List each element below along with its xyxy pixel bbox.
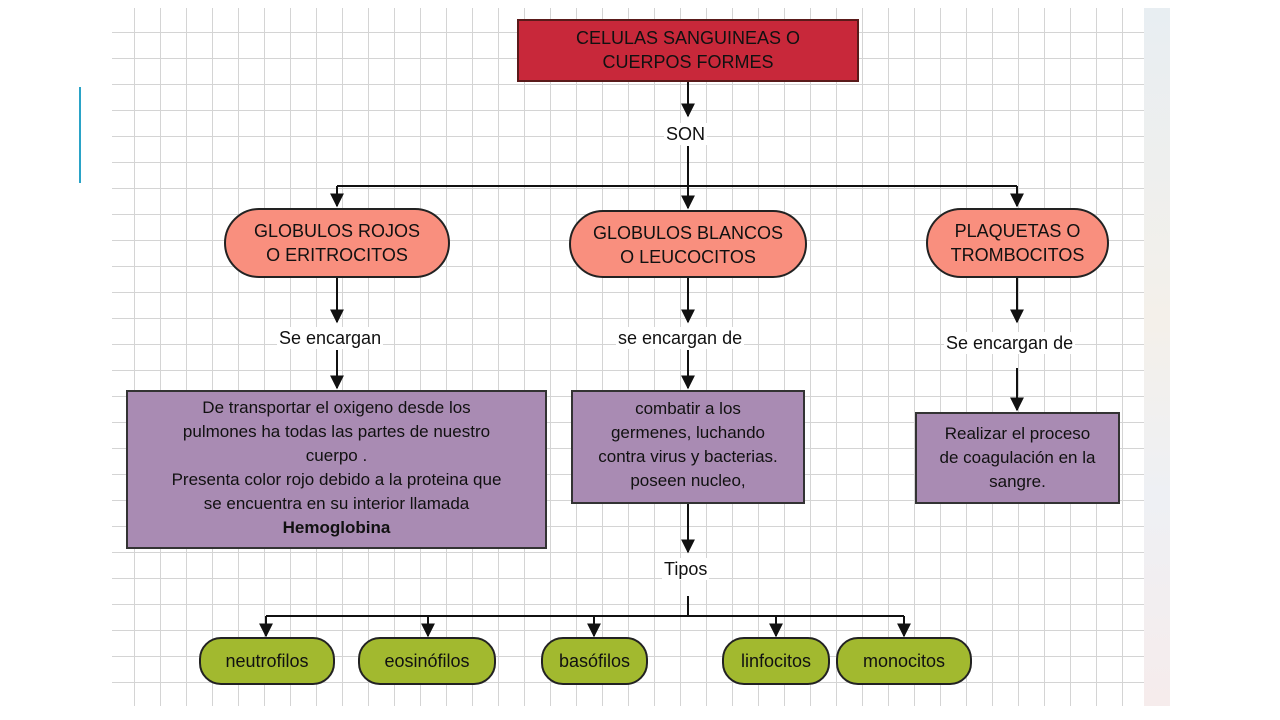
type-neutrofilos: neutrofilos bbox=[199, 637, 335, 685]
category-line: GLOBULOS BLANCOS bbox=[592, 223, 784, 243]
type-eosinofilos: eosinófilos bbox=[358, 637, 496, 685]
type-monocitos: monocitos bbox=[836, 637, 972, 685]
description-line: De transportar el oxigeno desde los bbox=[202, 398, 471, 417]
description-line: pulmones ha todas las partes de nuestro bbox=[182, 422, 491, 441]
connector-tipos: Tipos bbox=[662, 558, 710, 580]
description-line: sangre. bbox=[989, 472, 1046, 491]
description-line: de coagulación en la bbox=[939, 448, 1096, 467]
description-line: contra virus y bacterias. bbox=[598, 447, 778, 466]
edge-strip bbox=[1144, 8, 1170, 706]
category-line: PLAQUETAS O bbox=[954, 221, 1081, 241]
accent-bar bbox=[79, 87, 81, 183]
description-blancos: combatir a los germenes, luchando contra… bbox=[571, 390, 805, 504]
category-line: GLOBULOS ROJOS bbox=[253, 221, 421, 241]
category-line: O LEUCOCITOS bbox=[620, 247, 756, 267]
category-globulos-rojos: GLOBULOS ROJOS O ERITROCITOS bbox=[224, 208, 450, 278]
category-line: TROMBOCITOS bbox=[950, 245, 1085, 265]
description-line: cuerpo . bbox=[305, 446, 368, 465]
connector-plaquetas: Se encargan de bbox=[944, 332, 1076, 354]
category-line: O ERITROCITOS bbox=[266, 245, 408, 265]
category-plaquetas: PLAQUETAS O TROMBOCITOS bbox=[926, 208, 1109, 278]
root-node: CELULAS SANGUINEAS O CUERPOS FORMES bbox=[517, 19, 859, 82]
description-line: germenes, luchando bbox=[610, 423, 766, 442]
grid-canvas bbox=[112, 8, 1144, 706]
description-line: Presenta color rojo debido a la proteina… bbox=[171, 470, 502, 489]
description-plaquetas: Realizar el proceso de coagulación en la… bbox=[915, 412, 1120, 504]
description-line: se encuentra en su interior llamada bbox=[203, 494, 470, 513]
description-emphasis: Hemoglobina bbox=[282, 518, 391, 537]
description-line: combatir a los bbox=[635, 399, 741, 418]
connector-son: SON bbox=[664, 123, 708, 145]
connector-rojos: Se encargan bbox=[277, 327, 384, 349]
category-globulos-blancos: GLOBULOS BLANCOS O LEUCOCITOS bbox=[569, 210, 807, 278]
root-line2: CUERPOS FORMES bbox=[602, 52, 774, 72]
description-line: Realizar el proceso bbox=[944, 424, 1091, 443]
root-line1: CELULAS SANGUINEAS O bbox=[575, 28, 801, 48]
type-basofilos: basófilos bbox=[541, 637, 648, 685]
connector-blancos: se encargan de bbox=[616, 327, 745, 349]
type-linfocitos: linfocitos bbox=[722, 637, 830, 685]
description-line: poseen nucleo, bbox=[630, 471, 746, 490]
description-rojos: De transportar el oxigeno desde los pulm… bbox=[126, 390, 547, 549]
